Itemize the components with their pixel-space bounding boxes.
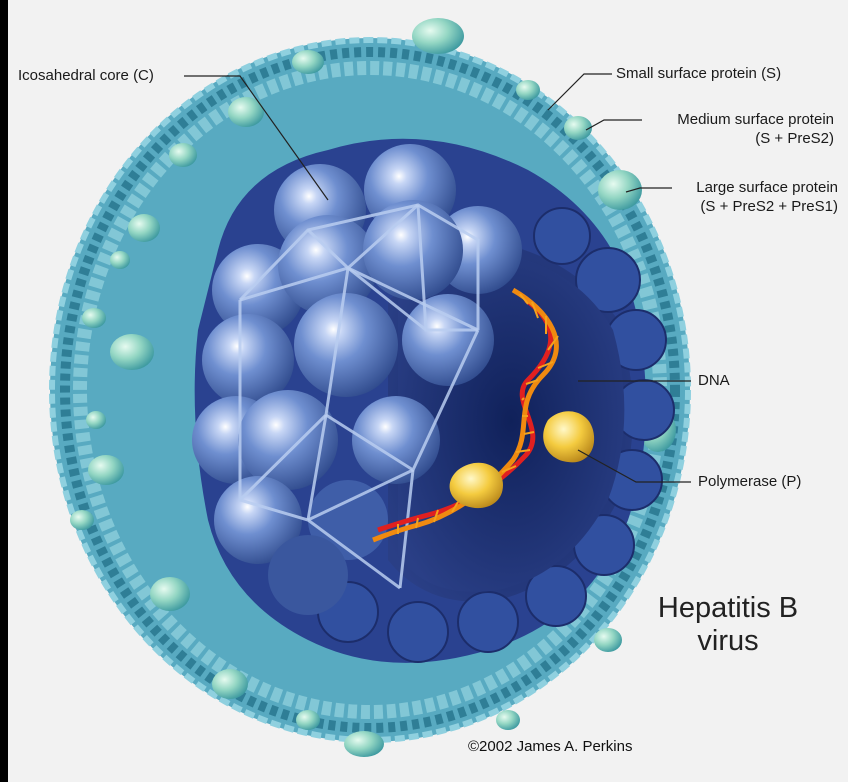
label-medium-surface-protein: Medium surface protein (S + PreS2) [638,110,834,148]
label-large-surface-protein: Large surface protein (S + PreS2 + PreS1… [668,178,838,216]
label-large-surface-line1: Large surface protein [668,178,838,197]
label-medium-surface-line1: Medium surface protein [638,110,834,129]
diagram-canvas: Icosahedral core (C) Small surface prote… [8,0,848,782]
title-line2: virus [638,625,818,658]
label-large-surface-line2: (S + PreS2 + PreS1) [668,197,838,216]
title-line1: Hepatitis B [638,592,818,625]
label-dna: DNA [698,371,730,390]
label-polymerase: Polymerase (P) [698,472,801,491]
diagram-title: Hepatitis B virus [638,592,818,658]
label-icosahedral-core: Icosahedral core (C) [18,66,154,85]
label-medium-surface-line2: (S + PreS2) [638,129,834,148]
label-small-surface-protein: Small surface protein (S) [616,64,781,83]
copyright-credit: ©2002 James A. Perkins [468,738,632,755]
